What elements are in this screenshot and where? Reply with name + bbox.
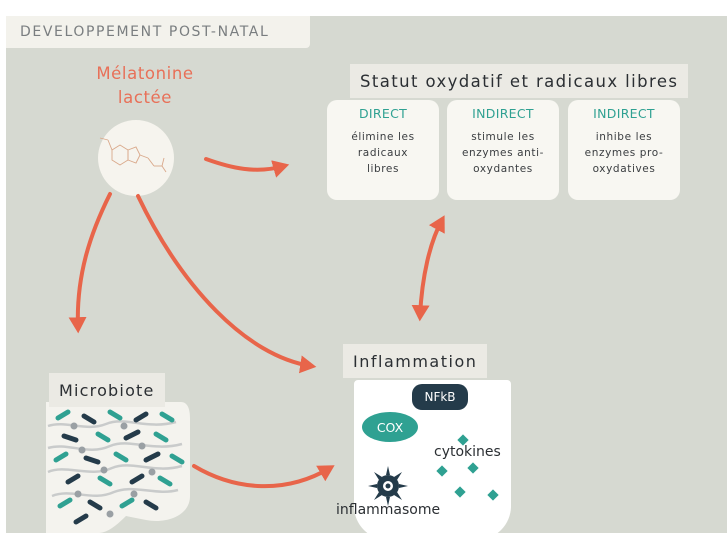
nfkb-badge: NFkB	[412, 384, 468, 410]
melatonin-molecule-circle	[98, 120, 174, 196]
melatonin-title: Mélatonine lactée	[70, 62, 220, 110]
cytokines-label: cytokines	[434, 444, 501, 460]
card-indirect-stimulate-text: stimule les enzymes anti- oxydantes	[461, 131, 545, 175]
header-tab: DEVELOPPEMENT POST-NATAL	[6, 16, 310, 48]
card-direct-title: DIRECT	[358, 106, 408, 121]
card-indirect-inhibit-title: INDIRECT	[593, 106, 655, 121]
header-title: DEVELOPPEMENT POST-NATAL	[20, 24, 270, 40]
card-indirect-stimulate-title: INDIRECT	[472, 106, 534, 121]
microbiote-title: Microbiote	[49, 373, 165, 407]
card-indirect-inhibit-text: inhibe les enzymes pro- oxydatives	[584, 131, 664, 175]
card-indirect-stimulate: INDIRECT stimule les enzymes anti- oxyda…	[447, 100, 559, 200]
melatonin-title-line1: Mélatonine	[96, 64, 194, 83]
arrow-microbiote-to-inflammation	[192, 464, 335, 489]
inflammasome-icon	[368, 466, 408, 506]
inflammation-title: Inflammation	[343, 344, 488, 378]
arrow-melatonin-to-oxidative	[204, 157, 290, 178]
melatonin-title-line2: lactée	[117, 88, 173, 107]
arrows	[68, 157, 445, 489]
arrow-melatonin-to-inflammation	[136, 194, 317, 374]
oxidative-status-title: Statut oxydatif et radicaux libres	[350, 64, 689, 98]
card-direct: DIRECT élimine les radicaux libres	[327, 100, 439, 200]
arrow-melatonin-to-microbiote	[68, 192, 112, 334]
diagram-graphics	[46, 157, 499, 533]
bacteria	[53, 409, 185, 525]
card-direct-text: élimine les radicaux libres	[351, 131, 415, 175]
card-indirect-inhibit: INDIRECT inhibe les enzymes pro- oxydati…	[568, 100, 680, 200]
melatonin-molecule-icon	[99, 137, 167, 173]
microbiote-gears	[70, 422, 156, 518]
cytokine-particles	[436, 434, 499, 501]
microbiote-intestine-icon	[46, 402, 190, 533]
diagram-canvas: DEVELOPPEMENT POST-NATAL Mélatonine lact…	[6, 16, 727, 533]
cox-badge: COX	[362, 412, 418, 442]
arrow-inflammation-oxidative	[411, 215, 445, 322]
inflammasome-label: inflammasome	[336, 502, 441, 518]
